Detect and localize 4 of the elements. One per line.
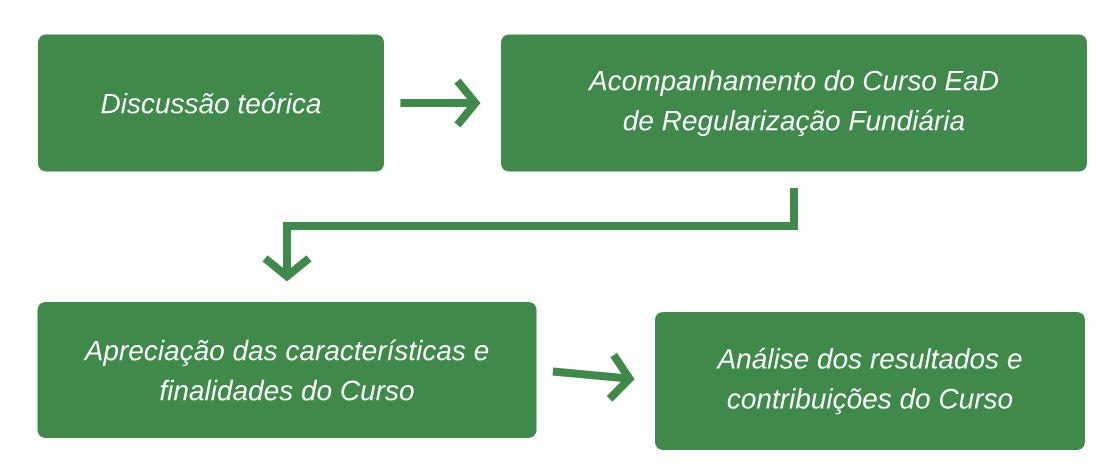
- process-box: Análise dos resultados e contribuições do Curso: [655, 312, 1085, 450]
- process-box: Discussão teórica: [38, 34, 384, 172]
- process-box: Acompanhamento do Curso EaD de Regularização Fundiária: [501, 34, 1087, 172]
- process-box: Apreciação das características e finalidades do Curso: [37, 302, 537, 438]
